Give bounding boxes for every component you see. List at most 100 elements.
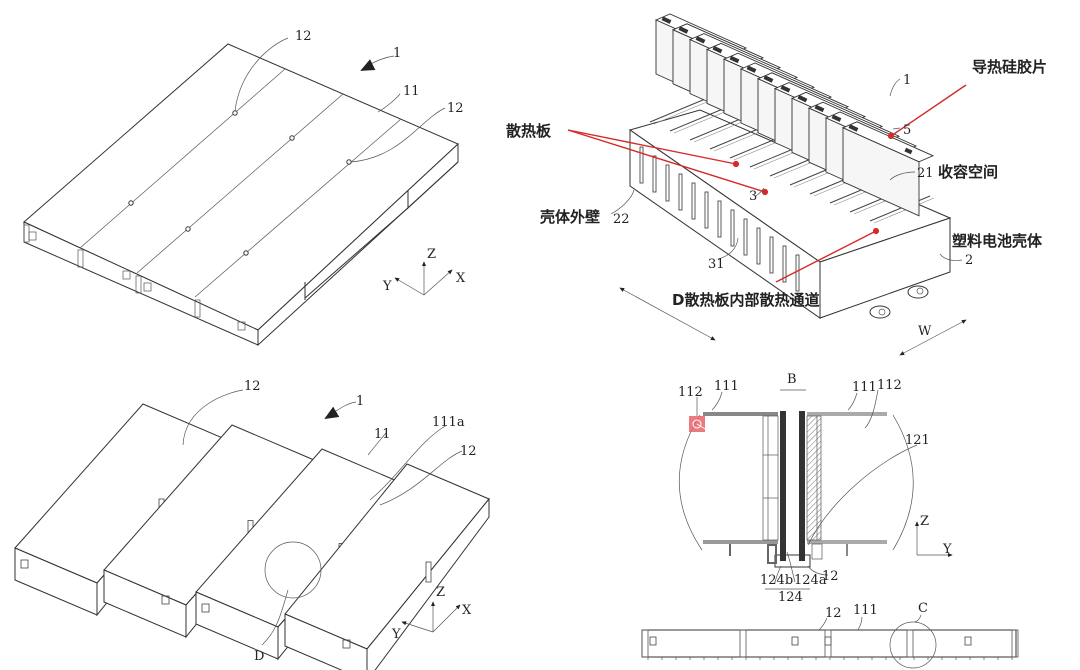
- label-ref-112-right: 112: [877, 378, 902, 393]
- label-ref-1: 1: [903, 73, 911, 88]
- connector-dot: [243, 250, 249, 256]
- unit-right-face: [366, 497, 490, 670]
- label-ref-11: 11: [374, 427, 391, 442]
- terminal-icon: [237, 321, 246, 331]
- heat-sink-slot: [782, 245, 787, 283]
- label-ref-111-right: 111: [852, 380, 877, 395]
- unit-front-face: [284, 613, 368, 670]
- annotation-heat-sink-plate: 散热板: [506, 122, 552, 140]
- side-view-strip: 12 111 C: [641, 601, 1019, 669]
- label-ref-12-right: 12: [447, 101, 464, 116]
- connector-bracket: [824, 629, 832, 658]
- cell-terminal-icon: [831, 114, 842, 122]
- battery-cells: [654, 13, 935, 217]
- axis-z-label: Z: [436, 585, 445, 600]
- terminal-icon: [964, 636, 972, 646]
- connector-dot: [128, 200, 134, 206]
- connector-bracket: [739, 629, 747, 658]
- heat-sink-slot: [769, 236, 774, 274]
- connector-dot: [232, 110, 238, 116]
- terminal-icon: [122, 270, 131, 280]
- connector-bracket: [906, 629, 914, 658]
- label-detail-c: C: [918, 601, 928, 616]
- cell-terminal-icon: [814, 104, 825, 113]
- cell-terminal-icon: [678, 26, 689, 34]
- label-ref-111: 111: [853, 603, 878, 618]
- heat-sink-slots: [639, 146, 800, 292]
- heat-sink-plate: [649, 96, 711, 123]
- cell-right-top-wall: [807, 412, 887, 416]
- figure-bottom-left-labels: 12 1 111a 11 12 D Z Y X: [182, 379, 477, 664]
- heat-sink-slot: [795, 254, 800, 292]
- terminal-icon: [342, 639, 351, 649]
- annotation-internal-cooling-channel: D散热板内部散热通道: [672, 291, 819, 309]
- heat-sink-plate-edge: [653, 98, 715, 125]
- heat-sink-slot: [678, 173, 683, 211]
- red-annotation-lines: [567, 84, 967, 283]
- label-ref-111-left: 111: [714, 379, 739, 394]
- label-ref-2: 2: [965, 253, 973, 268]
- label-ref-12: 12: [822, 569, 839, 584]
- label-ref-1: 1: [393, 46, 401, 61]
- annotation-housing-outer-wall: 壳体外壁: [539, 208, 600, 226]
- label-ref-21: 21: [917, 166, 934, 181]
- heat-sink-slot: [704, 191, 709, 229]
- cell-terminal-icon: [848, 124, 859, 132]
- axis-z-label: Z: [920, 514, 929, 529]
- label-ref-124b: 124b: [760, 573, 793, 588]
- axis-y-label: Y: [942, 542, 952, 557]
- heat-sink-slot: [743, 218, 748, 256]
- axis-triad: Z Y X: [391, 585, 472, 642]
- channel-wall-right: [799, 411, 805, 561]
- terminal-icon: [20, 559, 29, 569]
- label-ref-12: 12: [825, 606, 842, 621]
- label-ref-124: 124: [778, 590, 803, 605]
- annotation-receiving-space: 收容空间: [938, 163, 998, 181]
- label-ref-5: 5: [903, 123, 911, 138]
- label-section-b: B: [787, 372, 797, 387]
- battery-cell: [841, 121, 935, 217]
- figure-top-left: 12 1 11 12 Z Y X: [23, 29, 466, 347]
- terminal-icon: [201, 603, 210, 613]
- connector-dot: [346, 159, 352, 165]
- label-ref-112-left: 112: [678, 385, 703, 400]
- label-ref-12-top: 12: [295, 29, 312, 44]
- connector-dot: [289, 135, 295, 141]
- label-dimension-w: W: [918, 324, 932, 339]
- label-ref-22: 22: [613, 212, 630, 227]
- figure-bottom-right: B: [641, 372, 1019, 669]
- terminal-icon: [161, 595, 170, 605]
- label-ref-111a: 111a: [432, 415, 465, 430]
- heat-sink-plate-edge: [873, 197, 935, 224]
- label-ref-3: 3: [749, 189, 757, 204]
- connector-dot: [185, 226, 191, 232]
- axis-x-label: X: [462, 603, 472, 618]
- mounting-feet: [869, 285, 929, 319]
- cell-left-bottom-wall: [703, 540, 778, 544]
- heat-sink-slot: [652, 155, 657, 193]
- cell-terminal-icon: [695, 36, 706, 44]
- annotation-thermal-pad: 导热硅胶片: [972, 58, 1047, 76]
- terminal-icon: [649, 636, 657, 646]
- axis-y-label: Y: [391, 627, 401, 642]
- label-ref-1: 1: [356, 394, 364, 409]
- label-detail-d: D: [254, 649, 264, 664]
- cell-left-top-wall: [703, 412, 778, 416]
- connector-post: [425, 561, 432, 583]
- heat-sink-slot: [717, 200, 722, 238]
- front-connectors: [23, 224, 246, 331]
- terminal-icon: [28, 231, 37, 241]
- heat-sink-slot: [665, 164, 670, 202]
- heat-sink-slot: [730, 209, 735, 247]
- battery-unit: [284, 463, 490, 670]
- heat-sink-plate: [669, 105, 731, 132]
- connector-bracket: [641, 629, 649, 658]
- housing-right-wall: [819, 217, 951, 319]
- axis-triad: Z Y X: [382, 247, 466, 296]
- heat-sink-slot: [691, 182, 696, 220]
- figure-top-right: 1 5 21 22 3 31 2 W 导热硅胶片 散热板 壳体外壁 收容空间 塑…: [506, 13, 1047, 356]
- label-ref-12-left: 12: [244, 379, 261, 394]
- figure-bottom-left: [14, 403, 490, 670]
- label-ref-31: 31: [708, 257, 725, 272]
